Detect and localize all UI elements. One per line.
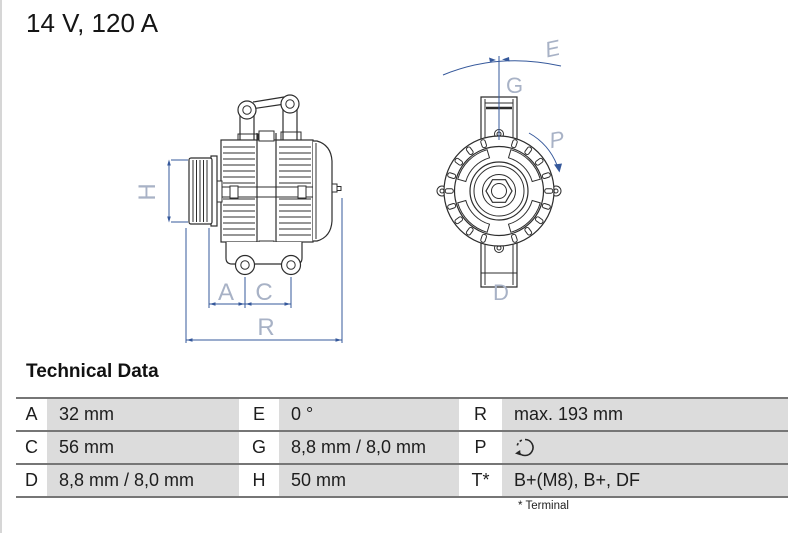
rotation-direction-arrow xyxy=(528,132,558,166)
spec-key-a: A xyxy=(16,399,47,430)
spec-key-c: C xyxy=(16,432,47,463)
spec-value-h: 50 mm xyxy=(279,465,459,496)
dim-label-c: C xyxy=(255,279,272,306)
spec-value-d: 8,8 mm / 8,0 mm xyxy=(47,465,239,496)
pulley-ribs xyxy=(192,160,208,222)
dim-label-r: R xyxy=(257,314,274,341)
spec-value-c: 56 mm xyxy=(47,432,239,463)
technical-data-heading: Technical Data xyxy=(26,361,159,382)
e-angle-arc xyxy=(442,60,562,76)
dim-label-g: G xyxy=(506,73,523,98)
spec-key-d: D xyxy=(16,465,47,496)
stator-band xyxy=(257,140,276,242)
spec-key-r: R xyxy=(459,399,502,430)
fan-segments xyxy=(457,149,541,233)
spec-key-p: P xyxy=(459,432,502,463)
side-view-dimensions xyxy=(167,159,343,343)
front-pulley-hub xyxy=(469,161,529,221)
shaft-nut xyxy=(485,179,513,203)
vent-ring xyxy=(443,135,555,247)
alternator-body-side xyxy=(220,130,314,252)
bottom-mounting-bracket xyxy=(225,242,303,276)
spec-value-a: 32 mm xyxy=(47,399,239,430)
spec-value-p xyxy=(502,432,788,463)
dim-label-p: P xyxy=(547,126,566,153)
cooling-fins-left xyxy=(223,146,255,236)
terminal-stud xyxy=(331,183,338,193)
dim-label-a: A xyxy=(218,279,234,306)
spec-key-e: E xyxy=(239,399,279,430)
spec-value-g: 8,8 mm / 8,0 mm xyxy=(279,432,459,463)
side-view-drawing xyxy=(188,94,342,276)
page-title: 14 V, 120 A xyxy=(26,8,159,38)
spec-value-t: B+(M8), B+, DF xyxy=(502,465,788,496)
spec-value-r: max. 193 mm xyxy=(502,399,788,430)
table-row: D 8,8 mm / 8,0 mm H 50 mm T* B+(M8), B+,… xyxy=(16,463,788,498)
alternator-diagrams: H A C R xyxy=(134,35,566,343)
rotation-clockwise-icon xyxy=(515,438,534,457)
front-view-drawing xyxy=(436,96,562,288)
table-row: A 32 mm E 0 ° R max. 193 mm xyxy=(16,397,788,430)
top-mounting-lugs xyxy=(237,94,302,142)
technical-data-table: A 32 mm E 0 ° R max. 193 mm C 56 mm G 8,… xyxy=(16,397,788,498)
spec-key-t: T* xyxy=(459,465,502,496)
dim-label-e: E xyxy=(543,35,563,63)
terminal-footnote: * Terminal xyxy=(518,500,569,512)
rear-cover xyxy=(313,140,342,242)
spec-key-g: G xyxy=(239,432,279,463)
dim-label-h: H xyxy=(134,183,161,200)
front-view-dimensions xyxy=(442,56,562,173)
spec-value-e: 0 ° xyxy=(279,399,459,430)
pulley xyxy=(188,155,223,227)
table-row: C 56 mm G 8,8 mm / 8,0 mm P xyxy=(16,430,788,463)
dim-label-d: D xyxy=(493,280,509,305)
spec-key-h: H xyxy=(239,465,279,496)
cooling-fins-right xyxy=(279,146,311,236)
